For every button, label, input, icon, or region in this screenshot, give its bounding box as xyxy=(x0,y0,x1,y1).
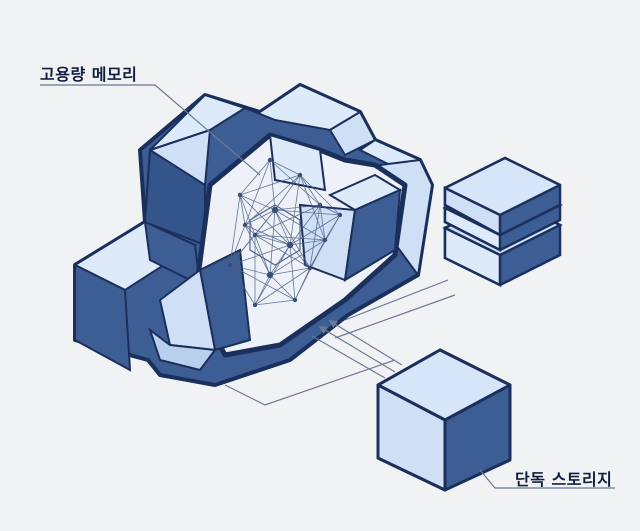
mesh-link xyxy=(274,209,291,246)
mesh-link xyxy=(244,224,271,276)
mesh-node xyxy=(317,202,323,208)
mesh-link xyxy=(254,299,296,306)
mesh-node xyxy=(237,192,243,198)
mesh-node xyxy=(297,172,303,178)
mesh-link xyxy=(269,239,326,276)
connector-lines xyxy=(40,84,615,489)
mesh-link xyxy=(294,267,311,301)
mesh-link xyxy=(229,264,271,276)
mesh-link xyxy=(319,204,341,216)
mesh-node xyxy=(286,241,294,249)
mesh-link xyxy=(299,174,326,241)
mesh-node xyxy=(322,237,328,243)
memory-leader-line xyxy=(40,84,261,176)
mesh-node xyxy=(271,206,279,214)
mesh-link xyxy=(289,244,296,301)
data-flow-arrows xyxy=(311,320,403,379)
mesh-link xyxy=(269,209,276,276)
mesh-link xyxy=(274,174,301,211)
mesh-link xyxy=(254,234,271,276)
mesh-node xyxy=(252,302,258,308)
mesh-link xyxy=(254,234,326,241)
mesh-node xyxy=(266,271,274,279)
mesh-link xyxy=(289,204,321,246)
mesh-node xyxy=(267,157,273,163)
standalone-storage-label: 단독 스토리지 xyxy=(515,470,613,489)
mesh-link xyxy=(229,194,241,266)
mesh-node xyxy=(307,265,313,271)
mesh-link xyxy=(269,159,301,176)
neural-network-mesh xyxy=(229,159,341,306)
mesh-link xyxy=(229,224,246,266)
mesh-link xyxy=(254,267,311,306)
mesh-link xyxy=(299,174,321,206)
stacked-disk-icon xyxy=(442,156,563,288)
mesh-link xyxy=(239,174,301,196)
mesh-hexagon xyxy=(249,204,301,266)
mesh-link xyxy=(269,274,296,301)
mesh-link xyxy=(309,204,321,269)
disk-connector-line xyxy=(344,279,449,321)
mesh-link xyxy=(244,224,291,246)
mesh-link xyxy=(254,234,311,269)
arrow-3 xyxy=(311,335,386,379)
storage-cube-icon xyxy=(376,348,512,492)
mesh-link xyxy=(239,194,246,226)
mesh-node xyxy=(227,262,233,268)
mesh-link xyxy=(289,239,326,246)
mesh-node xyxy=(337,212,343,218)
mesh-link xyxy=(229,264,296,301)
mesh-node xyxy=(242,222,248,228)
mesh-link xyxy=(289,244,311,269)
mesh-link xyxy=(289,174,301,246)
mesh-link xyxy=(244,174,301,226)
high-capacity-memory-label: 고용량 메모리 xyxy=(40,65,138,84)
mesh-link xyxy=(289,214,341,246)
arrow-1 xyxy=(318,326,396,373)
mesh-link xyxy=(254,274,271,306)
mesh-link xyxy=(229,234,256,266)
mesh-link xyxy=(299,174,341,216)
arrow-2 xyxy=(328,320,403,366)
mesh-link xyxy=(229,264,256,306)
network-nodes xyxy=(227,157,343,308)
cloud-cube-structure xyxy=(72,83,434,387)
mesh-link xyxy=(239,194,276,211)
mesh-node xyxy=(252,232,258,238)
mesh-node xyxy=(292,297,298,303)
mesh-link xyxy=(274,209,311,269)
mesh-link xyxy=(239,159,271,196)
mesh-link xyxy=(244,159,271,226)
mesh-link xyxy=(254,204,321,236)
mesh-link xyxy=(269,159,276,211)
storage-leader-line xyxy=(479,469,615,489)
mesh-link xyxy=(269,267,311,276)
mesh-link xyxy=(254,234,291,246)
mesh-link xyxy=(319,204,326,241)
